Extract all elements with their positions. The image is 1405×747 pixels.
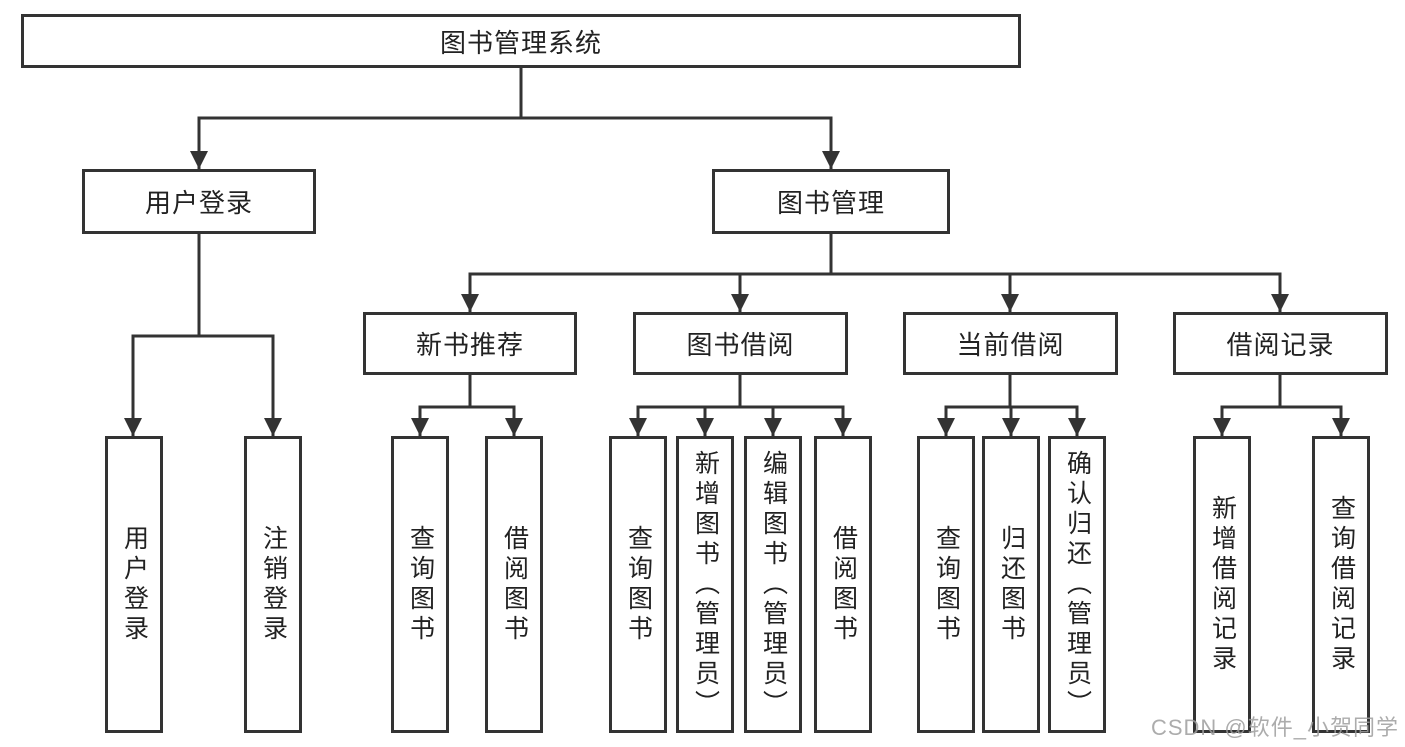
node-borrow-records: 借阅记录 [1173,312,1388,375]
leaf-borrow-books: 借阅图书 [814,436,872,733]
leaf-borrow-books-recommend: 借阅图书 [485,436,543,733]
watermark: CSDN @软件_小贺同学 [1150,715,1399,740]
node-label: 借阅图书 [500,524,529,645]
node-label: 注销登录 [259,524,288,645]
node-label: 当前借阅 [956,330,1065,360]
node-label: 借阅记录 [1226,330,1335,360]
node-label: 新书推荐 [415,330,524,360]
leaf-confirm-return-admin: 确认归还（管理员） [1048,436,1106,733]
node-label: 归还图书 [997,524,1026,645]
node-label: 用户登录 [144,188,253,218]
leaf-add-books-admin: 新增图书（管理员） [676,436,734,733]
node-label: 查询图书 [624,524,653,645]
node-label: 编辑图书（管理员） [759,449,788,720]
node-label: 查询图书 [406,524,435,645]
node-label: 查询图书 [932,524,961,645]
node-current-borrow: 当前借阅 [903,312,1118,375]
node-label: 图书借阅 [686,330,795,360]
node-label: 新增借阅记录 [1208,494,1237,675]
node-label: 借阅图书 [829,524,858,645]
leaf-query-books-current: 查询图书 [917,436,975,733]
node-user-login: 用户登录 [82,169,316,234]
node-book-borrow: 图书借阅 [633,312,848,375]
node-book-management: 图书管理 [712,169,950,234]
leaf-user-login: 用户登录 [105,436,163,733]
node-label: 图书管理 [776,188,885,218]
node-label: 新增图书（管理员） [691,449,720,720]
leaf-query-books-borrow: 查询图书 [609,436,667,733]
leaf-add-borrow-record: 新增借阅记录 [1193,436,1251,733]
node-label: 用户登录 [120,524,149,645]
leaf-query-books-recommend: 查询图书 [391,436,449,733]
leaf-return-books: 归还图书 [982,436,1040,733]
leaf-logout: 注销登录 [244,436,302,733]
node-label: 确认归还（管理员） [1063,449,1092,720]
leaf-edit-books-admin: 编辑图书（管理员） [744,436,802,733]
node-library-management-system: 图书管理系统 [21,14,1021,68]
node-label: 图书管理系统 [439,27,602,58]
leaf-query-borrow-record: 查询借阅记录 [1312,436,1370,733]
node-label: 查询借阅记录 [1327,494,1356,675]
node-new-book-recommend: 新书推荐 [363,312,577,375]
